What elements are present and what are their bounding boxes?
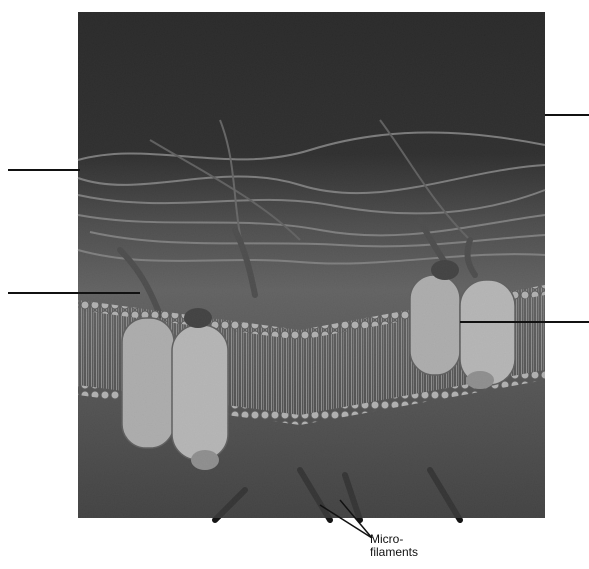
texture-overlay: [78, 12, 545, 518]
microfilaments-label: Micro- filaments: [370, 533, 490, 559]
